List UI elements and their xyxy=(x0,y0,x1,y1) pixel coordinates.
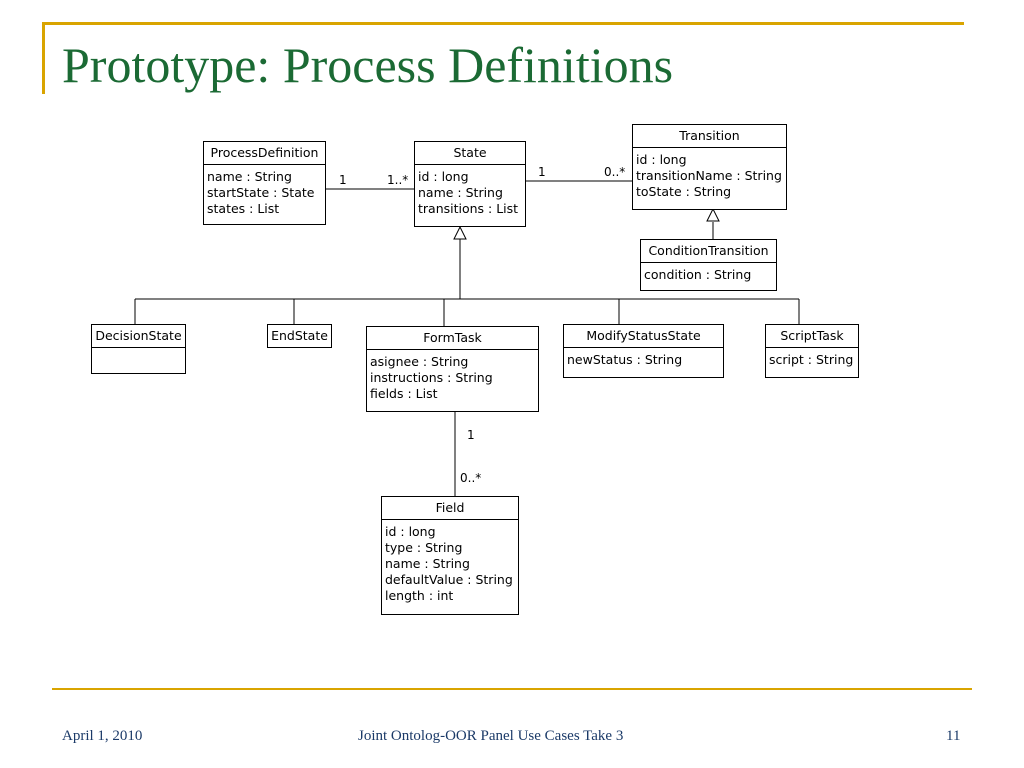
attribute: name : String xyxy=(418,185,503,200)
class-name: Field xyxy=(382,497,518,520)
attribute: id : long xyxy=(636,152,687,167)
attribute: id : long xyxy=(418,169,469,184)
class-name: DecisionState xyxy=(92,325,185,348)
attribute: toState : String xyxy=(636,184,732,199)
class-name: FormTask xyxy=(367,327,538,350)
multiplicity-field-target: 0..* xyxy=(460,471,482,485)
class-state: State id : long name : String transition… xyxy=(414,141,526,227)
inheritance-arrow-state xyxy=(453,225,467,240)
class-name: EndState xyxy=(271,328,328,343)
attribute: script : String xyxy=(769,352,854,367)
class-transition: Transition id : long transitionName : St… xyxy=(632,124,787,210)
attribute: asignee : String xyxy=(370,354,469,369)
attribute: transitionName : String xyxy=(636,168,782,183)
class-modifystatusstate: ModifyStatusState newStatus : String xyxy=(563,324,724,378)
class-name: ModifyStatusState xyxy=(564,325,723,348)
class-processdefinition: ProcessDefinition name : String startSta… xyxy=(203,141,326,225)
footer-center-text: Joint Ontolog-OOR Panel Use Cases Take 3 xyxy=(358,728,624,744)
attribute: name : String xyxy=(385,556,470,571)
class-field: Field id : long type : String name : Str… xyxy=(381,496,519,615)
footer-divider xyxy=(52,688,972,690)
attribute: defaultValue : String xyxy=(385,572,513,587)
class-name: ProcessDefinition xyxy=(204,142,325,165)
class-decisionstate: DecisionState xyxy=(91,324,186,374)
title-accent-bar-horizontal xyxy=(42,22,964,25)
slide-title: Prototype: Process Definitions xyxy=(62,37,674,93)
multiplicity-formtask-source: 1 xyxy=(467,428,475,442)
multiplicity-transition-target: 0..* xyxy=(604,165,626,179)
class-name: ScriptTask xyxy=(766,325,858,348)
class-formtask: FormTask asignee : String instructions :… xyxy=(366,326,539,412)
attribute: transitions : List xyxy=(418,201,519,216)
attribute: newStatus : String xyxy=(567,352,683,367)
multiplicity-pd-source: 1 xyxy=(339,173,347,187)
class-conditiontransition: ConditionTransition condition : String xyxy=(640,239,777,291)
class-name: ConditionTransition xyxy=(641,240,776,263)
class-scripttask: ScriptTask script : String xyxy=(765,324,859,378)
attribute: fields : List xyxy=(370,386,438,401)
attribute: length : int xyxy=(385,588,454,603)
attribute: instructions : String xyxy=(370,370,493,385)
attribute: states : List xyxy=(207,201,280,216)
attribute: name : String xyxy=(207,169,292,184)
class-endstate: EndState xyxy=(267,324,332,348)
class-name: State xyxy=(415,142,525,165)
footer-date: April 1, 2010 xyxy=(62,728,143,744)
title-accent-bar-vertical xyxy=(42,22,45,94)
attribute: condition : String xyxy=(644,267,752,282)
footer-page-number: 11 xyxy=(946,728,961,744)
multiplicity-state-source: 1 xyxy=(538,165,546,179)
attribute: startState : State xyxy=(207,185,315,200)
attribute: type : String xyxy=(385,540,463,555)
attribute: id : long xyxy=(385,524,436,539)
inheritance-arrow-transition xyxy=(706,207,720,222)
class-name: Transition xyxy=(633,125,786,148)
multiplicity-state-target: 1..* xyxy=(387,173,409,187)
